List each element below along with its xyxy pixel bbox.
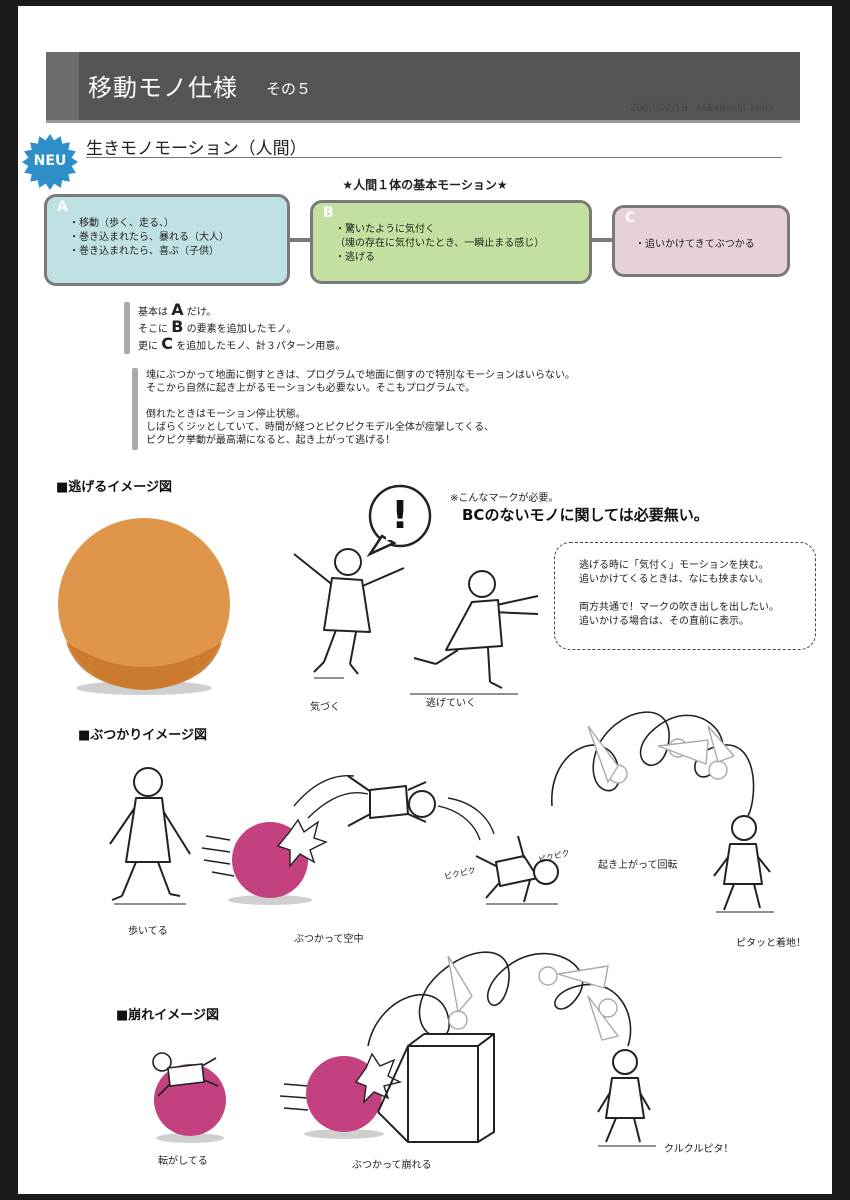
escape-note-line: 追いかけてくるときは、なにも挟まない。: [579, 574, 769, 585]
motion-box-a: A ・移動（歩く、走る、） ・巻き込まれたら、暴れる（大人） ・巻き込まれたら、…: [44, 194, 290, 286]
note1-line2: そこに B の要素を追加したモノ。: [138, 317, 297, 336]
box-a-list: ・移動（歩く、走る、） ・巻き込まれたら、暴れる（大人） ・巻き込まれたら、喜ぶ…: [69, 217, 229, 259]
note1-line3: 更に C を追加したモノ、計３パターン用意。: [138, 334, 346, 353]
section-title: 生きモノモーション（人間）: [86, 139, 307, 159]
exclaim-bubble: !: [366, 484, 432, 557]
box-a-item: ・移動（歩く、走る、）: [69, 218, 174, 229]
document-page: 移動モノ仕様 その５ 2003/02/19 takahashi keita NE…: [18, 6, 832, 1194]
caption-hit-airborne: ぶつかって空中: [294, 934, 364, 945]
stuck-figure: [152, 1052, 219, 1097]
caption-flee: 逃げていく: [426, 698, 476, 709]
neu-badge-label: NEU: [33, 153, 67, 169]
box-b-item: ・驚いたように気付く: [335, 224, 435, 235]
note2-line: そこから自然に起き上がるモーションも必要ない。そこもプログラムで。: [146, 383, 476, 394]
section-rule: [86, 157, 782, 158]
escape-illustration: !: [58, 484, 539, 695]
collide-heading: ■ぶつかりイメージ図: [78, 728, 208, 743]
figure-airborne: [347, 775, 436, 827]
note2-line: しばらくジッとしていて、時間が経つとピクピクモデル全体が痙攣してくる、: [146, 422, 495, 433]
motion-heading: ★人間１体の基本モーション★: [342, 178, 508, 192]
collapse-ball-shadow: [304, 1129, 384, 1139]
figure-walking: [109, 767, 191, 905]
collapse-impact-burst: [354, 1052, 403, 1104]
collapse-figure-landed: [597, 1049, 656, 1147]
escape-note-box: 逃げる時に「気付く」モーションを挟む。 追いかけてくるときは、なにも挟まない。 …: [554, 542, 816, 650]
ghost-figures: [587, 725, 736, 784]
note1-line1: 基本は A だけ。: [138, 300, 217, 319]
box-a-item: ・巻き込まれたら、暴れる（大人）: [69, 232, 229, 243]
collide-illustration: [109, 711, 774, 913]
box-a-letter: A: [57, 199, 68, 215]
orange-ball: [58, 518, 230, 690]
connector-bc: [590, 238, 614, 242]
document-title: 移動モノ仕様: [88, 74, 238, 102]
motion-box-c: C ・追いかけてきてぶつかる: [612, 205, 790, 277]
box-b-list: ・驚いたように気付く （塊の存在に気付いたとき、一瞬止まる感じ） ・逃げる: [335, 223, 544, 265]
box-a-item: ・巻き込まれたら、喜ぶ（子供）: [69, 246, 219, 257]
header-stripe: [46, 52, 79, 120]
figure-landed: [713, 815, 774, 913]
note2-line: 塊にぶつかって地面に倒すときは、プログラムで地面に倒すので特別なモーションはいら…: [146, 370, 575, 381]
note1-bar: [124, 302, 130, 354]
box-b-letter: B: [323, 205, 334, 221]
escape-note-line: 両方共通で！マークの吹き出しを出したい。: [579, 602, 779, 613]
caption-spin-land: クルクルピタ！: [664, 1144, 734, 1155]
box-c-item: ・追いかけてきてぶつかる: [635, 239, 755, 250]
mark-note: ※こんなマークが必要。: [450, 493, 559, 504]
figure-noticing: [293, 548, 405, 679]
header-underline: [46, 120, 800, 123]
motion-box-b: B ・驚いたように気付く （塊の存在に気付いたとき、一瞬止まる感じ） ・逃げる: [310, 200, 592, 284]
document-meta: 2003/02/19 takahashi keita: [630, 103, 775, 114]
crate-box: [377, 1033, 495, 1143]
document-date: 2003/02/19: [630, 103, 688, 114]
escape-note-line: 追いかける場合は、その直前に表示。: [579, 616, 749, 627]
escape-note-line: 逃げる時に「気付く」モーションを挟む。: [579, 560, 769, 571]
note2-bar: [132, 368, 138, 450]
collapse-ghost-figures: [447, 955, 620, 1041]
mark-note-bold: BCのないモノに関しては必要無い。: [462, 506, 709, 524]
caption-notice: 気づく: [310, 702, 340, 713]
collapse-speed-lines: [279, 1083, 309, 1111]
figure-twitching: [475, 835, 559, 905]
note2-line: 倒れたときはモーション停止状態。: [146, 409, 306, 420]
header-bar: [46, 52, 800, 120]
box-b-item: ・逃げる: [335, 252, 375, 263]
exclaim-mark: !: [391, 493, 408, 537]
document-author: takahashi keita: [697, 103, 775, 114]
pink-ball-shadow: [228, 895, 312, 905]
box-b-item: （塊の存在に気付いたとき、一瞬止まる感じ）: [335, 238, 545, 249]
figure-fleeing: [410, 570, 539, 695]
neu-starburst: [22, 134, 78, 190]
connector-ab: [288, 238, 312, 242]
impact-burst: [276, 818, 328, 868]
escape-heading: ■逃げるイメージ図: [56, 480, 173, 495]
document-subtitle: その５: [266, 80, 312, 98]
caption-rolling: 転がしてる: [158, 1156, 208, 1167]
caption-spin: 起き上がって回転: [598, 860, 678, 871]
rolling-ball-shadow: [156, 1133, 224, 1143]
neu-badge-icon: [22, 134, 78, 190]
note2-line: ピクピク挙動が最高潮になると、起き上がって逃げる！: [146, 435, 396, 446]
caption-collapse: ぶつかって崩れる: [352, 1160, 432, 1171]
caption-landed: ピタッと着地！: [736, 938, 806, 949]
speed-lines: [201, 835, 235, 877]
collapse-illustration: [152, 951, 656, 1147]
collapse-heading: ■崩れイメージ図: [116, 1008, 220, 1023]
caption-walking: 歩いてる: [128, 926, 168, 937]
box-c-letter: C: [625, 210, 636, 226]
motion-arcs: [437, 797, 495, 841]
box-c-list: ・追いかけてきてぶつかる: [635, 238, 755, 252]
orange-ball-base: [66, 642, 222, 690]
